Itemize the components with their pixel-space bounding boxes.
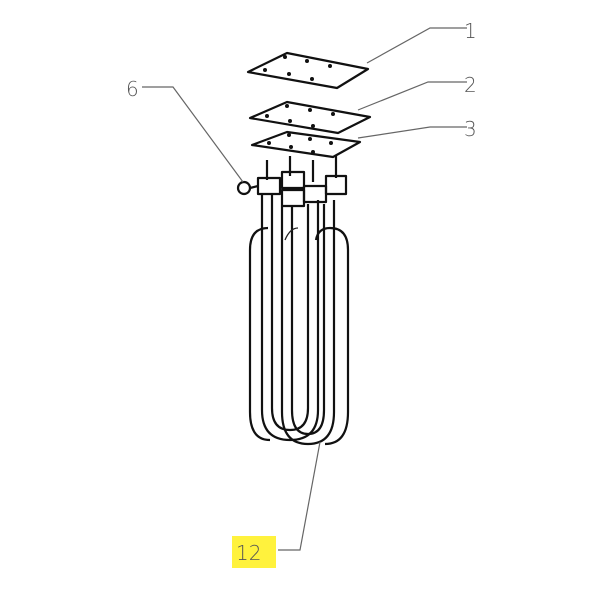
label-highlight: [232, 536, 276, 568]
plate-2: [248, 100, 372, 135]
label-3: 3: [464, 117, 477, 141]
label-2: 2: [464, 73, 477, 97]
leader-lines: [142, 27, 467, 551]
label-1: 1: [464, 19, 477, 43]
plate-3: [250, 130, 362, 159]
heating-tubes: [248, 194, 350, 446]
label-6: 6: [126, 77, 139, 101]
label-12: 12: [236, 541, 261, 565]
plate-1: [246, 51, 370, 90]
terminal-block: [236, 156, 348, 208]
